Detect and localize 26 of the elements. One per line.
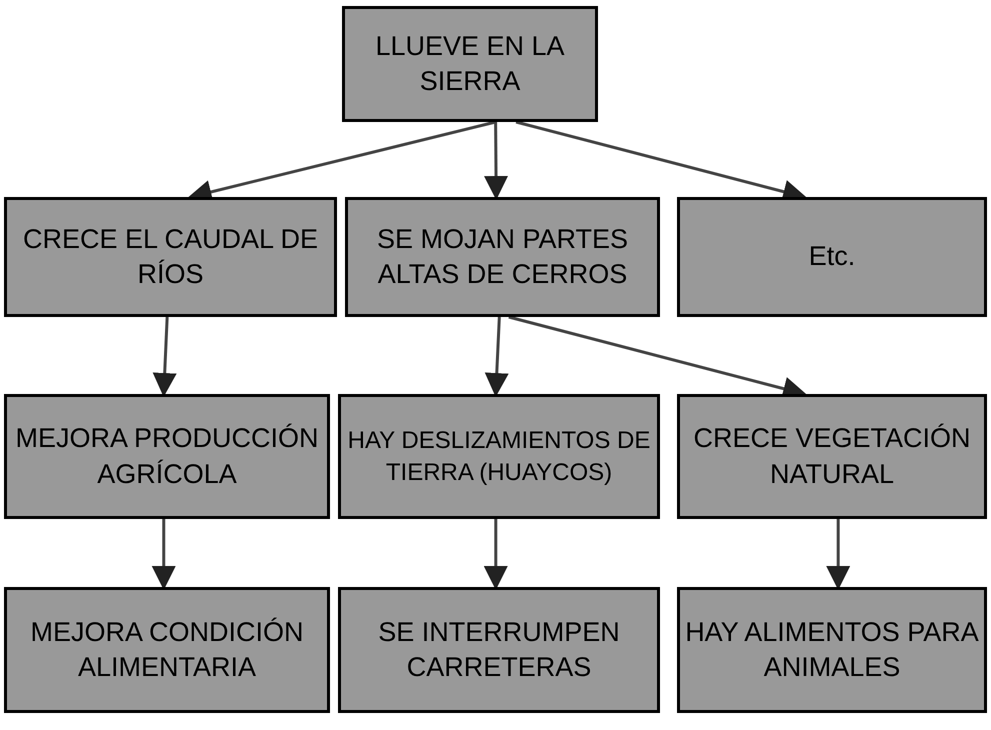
- arrow: [484, 122, 508, 200]
- process-box: [4, 394, 330, 519]
- process-box: [338, 394, 660, 519]
- box-text: MEJORA CONDICIÓN ALIMENTARIA: [29, 616, 305, 684]
- process-box: [677, 197, 987, 317]
- process-box: [338, 587, 660, 713]
- box-text: CRECE EL CAUDAL DE RÍOS: [22, 222, 320, 291]
- arrow: [152, 519, 176, 590]
- process-box: [677, 394, 987, 519]
- box-text: CRECE VEGETACIÓN NATURAL: [692, 422, 972, 490]
- arrow: [826, 519, 850, 590]
- arrow: [484, 316, 509, 397]
- process-box: [4, 197, 337, 317]
- arrow: [152, 316, 177, 397]
- process-box: [677, 587, 987, 713]
- box-text: SE MOJAN PARTES ALTAS DE CERROS: [376, 222, 630, 291]
- box-text: MEJORA PRODUCCIÓN AGRÍCOLA: [14, 422, 320, 490]
- box-text: LLUEVE EN LA SIERRA: [374, 30, 566, 98]
- arrow: [484, 519, 508, 590]
- process-box: [345, 197, 660, 317]
- box-text: HAY ALIMENTOS PARA ANIMALES: [684, 616, 980, 684]
- process-box: [4, 587, 330, 713]
- box-text: HAY DESLIZAMIENTOS DE TIERRA (HUAYCOS): [346, 426, 652, 488]
- box-text: SE INTERRUMPEN CARRETERAS: [377, 616, 621, 684]
- box-text: Etc.: [808, 240, 856, 274]
- process-box: [342, 6, 598, 122]
